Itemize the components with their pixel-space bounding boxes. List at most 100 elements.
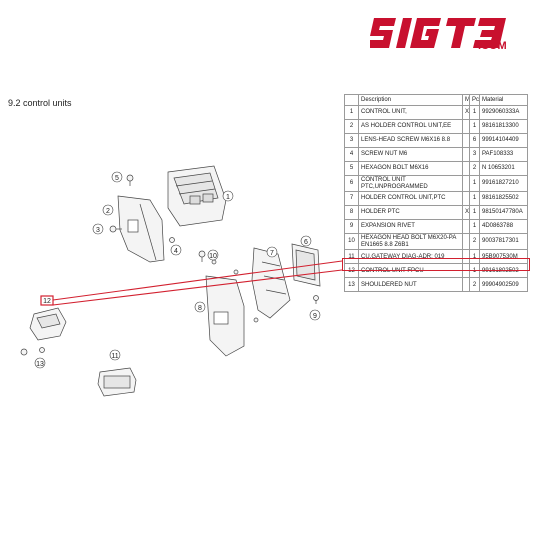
row-pc: 2 bbox=[469, 277, 480, 293]
callout-4: 4 bbox=[174, 248, 178, 255]
row-description: EXPANSION RIVET bbox=[358, 219, 463, 235]
row-m bbox=[462, 161, 470, 176]
row-pos: 9 bbox=[344, 219, 359, 235]
row-pos: 8 bbox=[344, 205, 359, 221]
part-11-gateway[interactable] bbox=[97, 367, 137, 397]
row-description: CU.GATEWAY DIAG-ADR: 019 bbox=[358, 249, 463, 265]
row-pos: 1 bbox=[344, 105, 359, 120]
row-pos: 13 bbox=[344, 277, 359, 293]
row-pc: 3 bbox=[469, 147, 480, 162]
row-pc: 6 bbox=[469, 133, 480, 148]
row-m bbox=[462, 263, 470, 279]
row-pos: 7 bbox=[344, 191, 359, 207]
row-description: HEXAGON BOLT M6X16 bbox=[358, 161, 463, 176]
row-material[interactable]: 99904902509 bbox=[479, 277, 528, 293]
row-description: CONTROL UNIT FPCU bbox=[358, 263, 463, 279]
part-3-screw[interactable] bbox=[109, 225, 122, 233]
row-pc: 1 bbox=[469, 249, 480, 265]
callout-3: 3 bbox=[96, 227, 100, 234]
row-pc: 1 bbox=[469, 263, 480, 279]
row-pc: 1 bbox=[469, 219, 480, 235]
row-pos: 6 bbox=[344, 174, 359, 193]
row-material[interactable]: 99161827210 bbox=[479, 174, 528, 193]
part-5-bolt[interactable] bbox=[126, 174, 134, 186]
row-material[interactable]: N 10653201 bbox=[479, 161, 528, 176]
row-pc: 1 bbox=[469, 119, 480, 134]
row-pos: 11 bbox=[344, 249, 359, 265]
part-13-nut[interactable] bbox=[20, 347, 45, 356]
part-10-bolt[interactable] bbox=[198, 250, 206, 262]
part-7-holder[interactable] bbox=[251, 247, 291, 319]
row-m bbox=[462, 147, 470, 162]
row-pc: 2 bbox=[469, 233, 480, 251]
row-pos: 2 bbox=[344, 119, 359, 134]
row-material[interactable]: 9929060333A bbox=[479, 105, 528, 120]
row-m bbox=[462, 191, 470, 207]
callout-8: 8 bbox=[198, 305, 202, 312]
part-9-rivet[interactable] bbox=[313, 295, 319, 305]
header-material: Material bbox=[479, 94, 528, 106]
row-description: LENS-HEAD SCREW M6X16 8.8 bbox=[358, 133, 463, 148]
callout-10: 10 bbox=[209, 253, 217, 260]
part-4-nut[interactable] bbox=[169, 237, 175, 243]
row-description: CONTROL UNIT PTC,UNPROGRAMMED bbox=[358, 174, 463, 193]
callout-11: 11 bbox=[111, 353, 118, 360]
row-material[interactable]: 4D0863788 bbox=[479, 219, 528, 235]
callout-9: 9 bbox=[313, 313, 317, 320]
row-m: X bbox=[462, 205, 470, 221]
row-m bbox=[462, 133, 470, 148]
row-material[interactable]: 99161802502 bbox=[479, 263, 528, 279]
callout-6: 6 bbox=[304, 239, 308, 246]
row-pc: 1 bbox=[469, 174, 480, 193]
logo-dotcom: .COM bbox=[478, 40, 507, 52]
row-pc: 1 bbox=[469, 205, 480, 221]
callout-12: 12 bbox=[43, 298, 51, 305]
row-m bbox=[462, 219, 470, 235]
section-title: 9.2 control units bbox=[8, 98, 72, 108]
row-m bbox=[462, 174, 470, 193]
row-description: AS HOLDER CONTROL UNIT,EE bbox=[358, 119, 463, 134]
row-m bbox=[462, 277, 470, 293]
row-pos: 10 bbox=[344, 233, 359, 251]
header-pos bbox=[344, 94, 359, 106]
row-material[interactable]: 98150147780A bbox=[479, 205, 528, 221]
row-material[interactable]: 98161813300 bbox=[479, 119, 528, 134]
header-m: M bbox=[462, 94, 470, 106]
callout-2: 2 bbox=[106, 208, 110, 215]
row-description: HEXAGON HEAD BOLT M6X20-PA EN1665 8.8 Z6… bbox=[358, 233, 463, 251]
row-m bbox=[462, 249, 470, 265]
callout-7: 7 bbox=[270, 250, 274, 257]
row-material[interactable]: 98161825502 bbox=[479, 191, 528, 207]
row-material[interactable]: PAF108333 bbox=[479, 147, 528, 162]
row-m bbox=[462, 119, 470, 134]
part-1-control-unit[interactable] bbox=[167, 165, 227, 227]
part-2-bracket[interactable] bbox=[117, 195, 165, 263]
row-material[interactable]: 99914104409 bbox=[479, 133, 528, 148]
header-pc: Pc. bbox=[469, 94, 480, 106]
row-material[interactable]: 95B907530M bbox=[479, 249, 528, 265]
row-description: SCREW NUT M6 bbox=[358, 147, 463, 162]
row-pos: 5 bbox=[344, 161, 359, 176]
part-12-fpcu[interactable] bbox=[29, 307, 67, 341]
row-pc: 1 bbox=[469, 191, 480, 207]
part-8-holder[interactable] bbox=[205, 275, 245, 357]
sigt3-logo[interactable] bbox=[370, 14, 520, 60]
row-description: CONTROL UNIT, bbox=[358, 105, 463, 120]
row-material[interactable]: 90037817301 bbox=[479, 233, 528, 251]
row-pos: 4 bbox=[344, 147, 359, 162]
